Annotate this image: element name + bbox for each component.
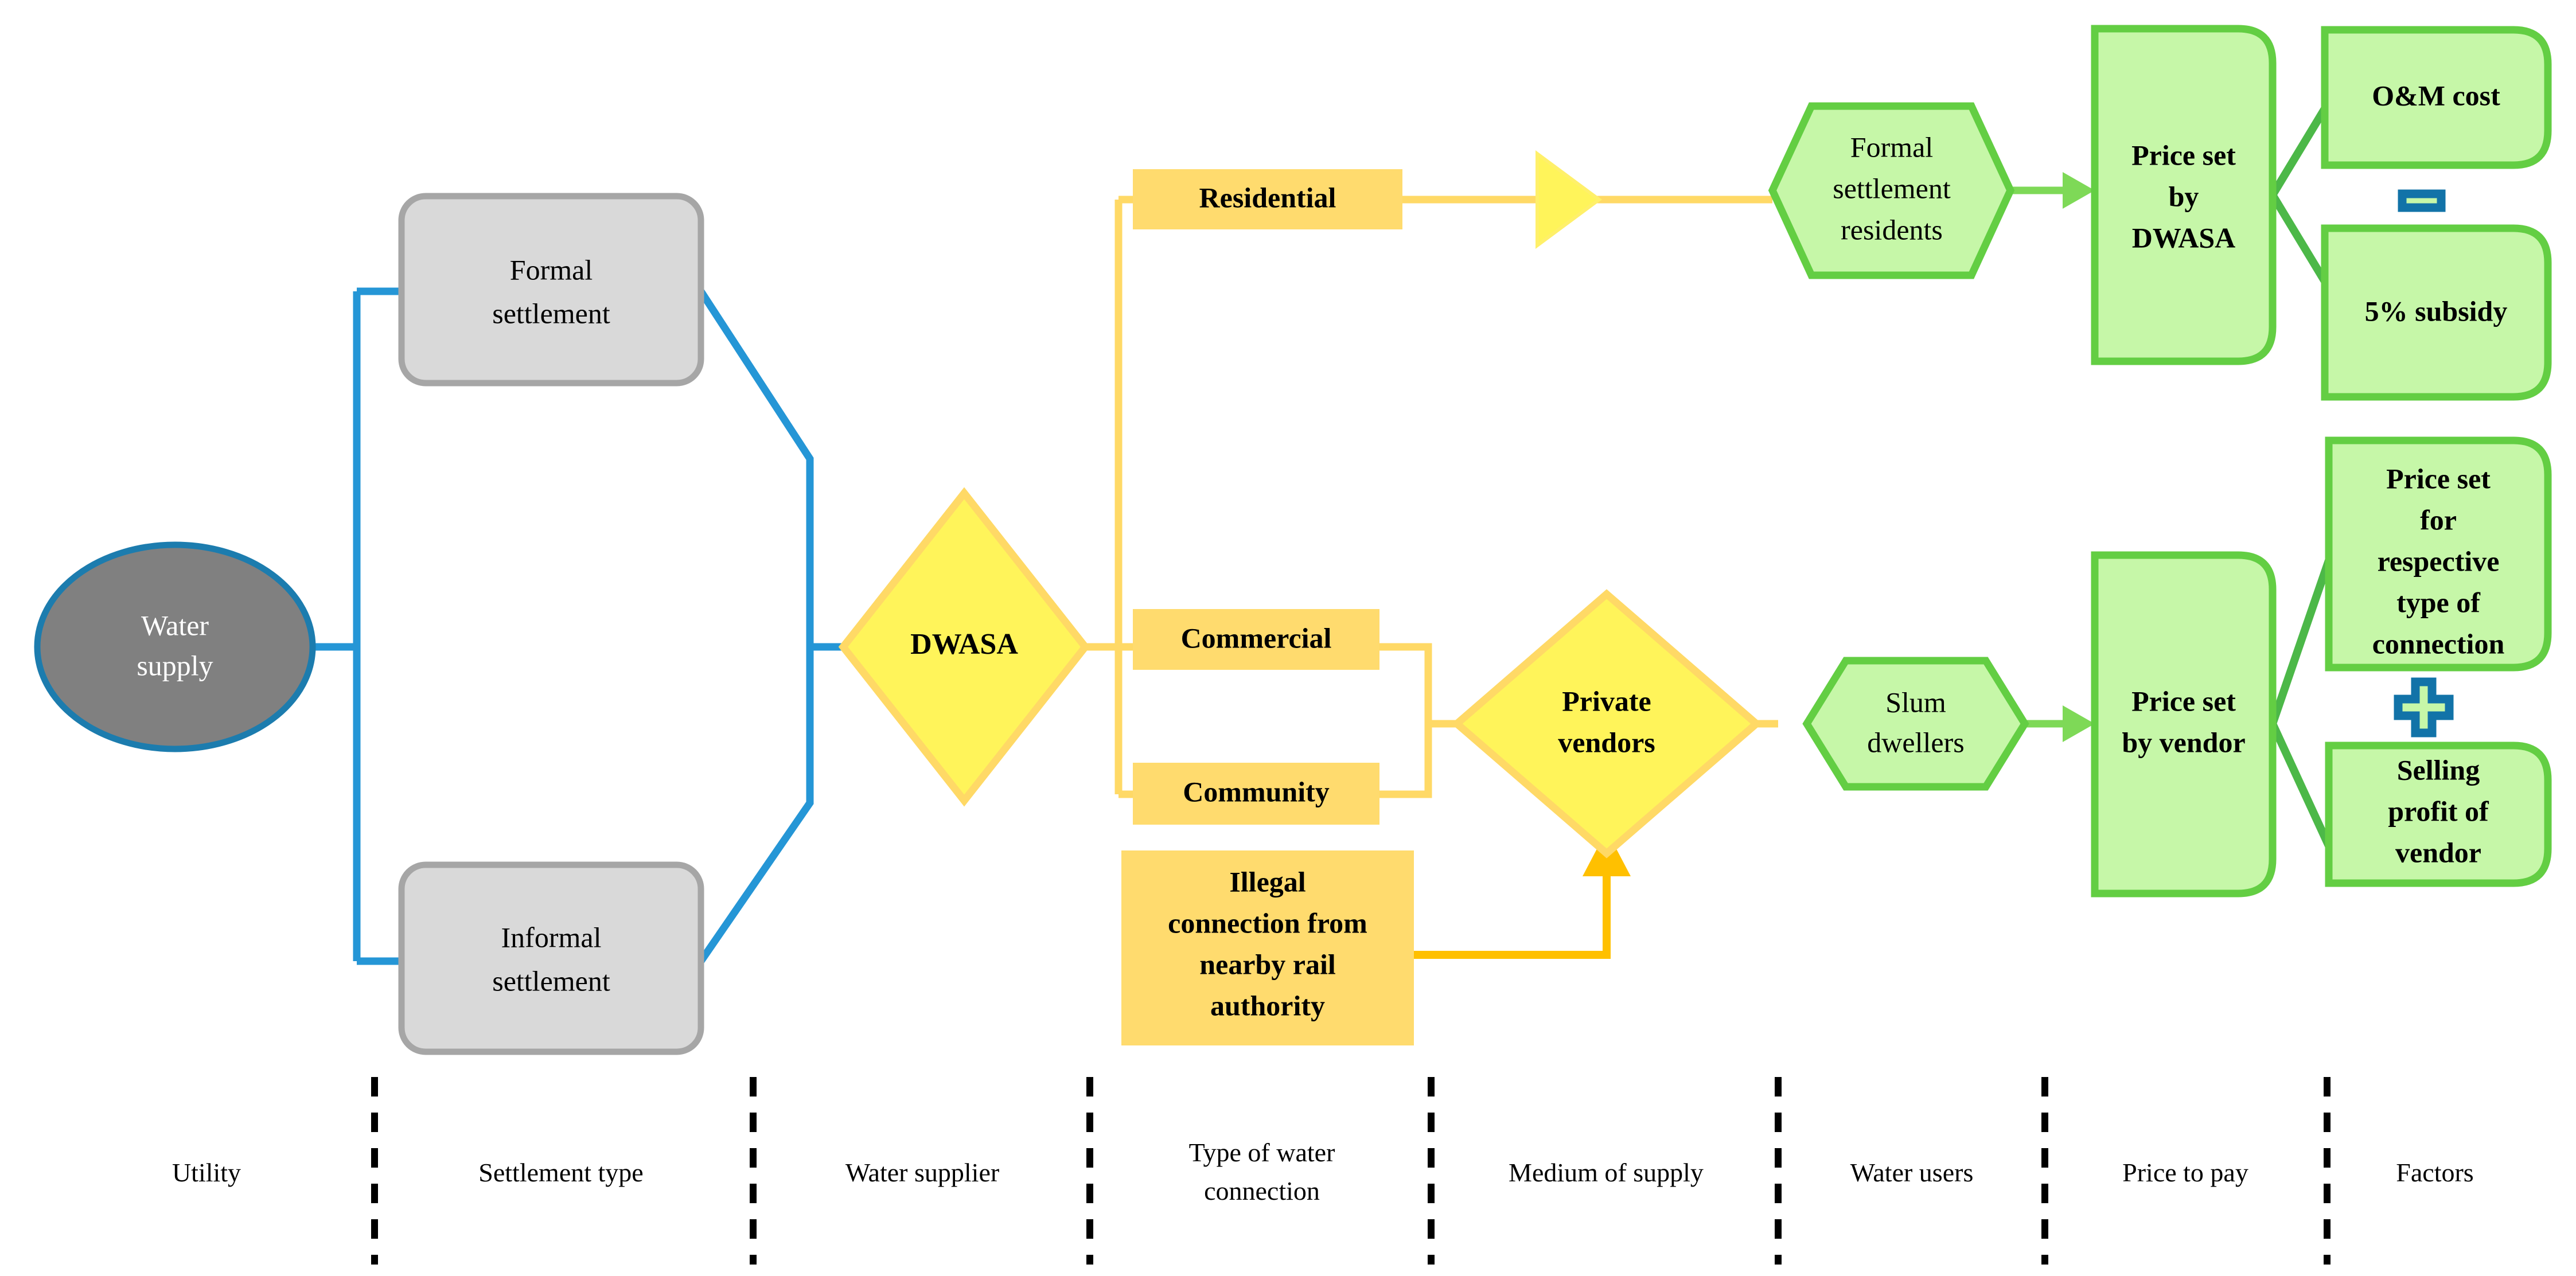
subsidy-label: 5% subsidy	[2365, 295, 2508, 327]
selling-profit-label-line2: profit of	[2388, 795, 2489, 827]
footer-label-water-users: Water users	[1850, 1158, 1974, 1187]
dwasa-label: DWASA	[910, 628, 1018, 661]
connector-water-supply-split	[311, 287, 402, 965]
node-private-vendors[interactable]: Private vendors	[1451, 589, 1762, 859]
price-respective-label-line3: respective	[2378, 545, 2500, 577]
node-slum-dwellers[interactable]: Slum dwellers	[1802, 657, 2029, 791]
node-informal-settlement[interactable]: Informal settlement	[398, 861, 704, 1055]
price-respective-label-line2: for	[2420, 504, 2457, 536]
footer-label-medium-of-supply: Medium of supply	[1509, 1158, 1704, 1187]
connector-connections-to-private-vendors	[1378, 643, 1457, 798]
water-supply-label-line2: supply	[137, 649, 213, 681]
slum-dwellers-label-line1: Slum	[1885, 686, 1946, 718]
formal-residents-label-line2: settlement	[1833, 172, 1951, 204]
node-price-set-by-vendor[interactable]: Price set by vendor	[2091, 551, 2277, 898]
formal-settlement-label-line2: settlement	[492, 297, 610, 329]
node-residential[interactable]: Residential	[1133, 169, 1402, 229]
price-dwasa-label-line1: Price set	[2131, 139, 2236, 171]
price-dwasa-label-line2: by	[2169, 180, 2199, 212]
commercial-label: Commercial	[1181, 622, 1332, 654]
node-community[interactable]: Community	[1133, 763, 1379, 825]
water-supply-label-line1: Water	[141, 609, 209, 641]
connector-residents-to-price-dwasa	[2010, 172, 2095, 209]
plus-sign-icon	[2394, 677, 2454, 737]
connector-price-vendor-to-factors	[2269, 549, 2336, 855]
formal-residents-label-line1: Formal	[1850, 131, 1933, 163]
footer-label-type-of-water-connection-line2: connection	[1204, 1176, 1320, 1205]
node-formal-settlement[interactable]: Formal settlement	[398, 193, 704, 387]
footer-labels: Utility Settlement type Water supplier T…	[172, 1138, 2474, 1205]
node-illegal-connection[interactable]: Illegal connection from nearby rail auth…	[1121, 850, 1414, 1045]
illegal-connection-label-line4: authority	[1210, 989, 1325, 1021]
illegal-connection-label-line1: Illegal	[1229, 865, 1305, 898]
footer-label-settlement-type: Settlement type	[478, 1158, 643, 1187]
selling-profit-label-line3: vendor	[2395, 836, 2481, 868]
node-dwasa[interactable]: DWASA	[838, 487, 1090, 807]
connector-settlement-to-dwasa	[697, 289, 843, 963]
node-price-respective-connection[interactable]: Price set for respective type of connect…	[2325, 436, 2552, 672]
slum-dwellers-label-line2: dwellers	[1867, 726, 1964, 758]
formal-settlement-label-line1: Formal	[510, 253, 593, 286]
price-respective-label-line5: connection	[2372, 627, 2505, 660]
footer-label-price-to-pay: Price to pay	[2122, 1158, 2248, 1187]
price-vendor-label-line1: Price set	[2131, 685, 2236, 717]
price-respective-label-line1: Price set	[2386, 462, 2491, 494]
informal-settlement-label-line2: settlement	[492, 965, 610, 997]
footer-label-water-supplier: Water supplier	[845, 1158, 999, 1187]
footer-label-type-of-water-connection-line1: Type of water	[1189, 1138, 1335, 1167]
minus-sign-icon	[2398, 189, 2446, 212]
om-cost-label: O&M cost	[2372, 79, 2500, 111]
selling-profit-label-line1: Selling	[2397, 754, 2480, 786]
residential-label: Residential	[1199, 181, 1336, 213]
community-label: Community	[1183, 775, 1330, 807]
node-5-percent-subsidy[interactable]: 5% subsidy	[2321, 224, 2552, 401]
node-water-supply[interactable]: Water supply	[34, 541, 316, 752]
node-formal-settlement-residents[interactable]: Formal settlement residents	[1768, 102, 2015, 279]
connector-slum-to-price-vendor	[2025, 705, 2095, 742]
footer-separators	[371, 1077, 2331, 1265]
node-selling-profit[interactable]: Selling profit of vendor	[2325, 742, 2552, 887]
informal-settlement-label-line1: Informal	[501, 921, 602, 953]
footer-label-factors: Factors	[2396, 1158, 2473, 1187]
private-vendors-label-line2: vendors	[1558, 726, 1655, 758]
footer-label-utility: Utility	[172, 1158, 241, 1187]
formal-residents-label-line3: residents	[1841, 213, 1943, 245]
illegal-connection-label-line3: nearby rail	[1199, 948, 1336, 980]
node-price-set-by-dwasa[interactable]: Price set by DWASA	[2091, 25, 2277, 365]
connector-residential-to-formal-residents	[1401, 150, 1772, 249]
price-dwasa-label-line3: DWASA	[2132, 221, 2236, 253]
price-vendor-label-line2: by vendor	[2122, 726, 2245, 758]
illegal-connection-label-line2: connection from	[1168, 907, 1367, 939]
node-om-cost[interactable]: O&M cost	[2321, 26, 2552, 169]
price-respective-label-line4: type of	[2396, 586, 2481, 618]
connector-dwasa-to-connections	[1085, 196, 1147, 798]
node-commercial[interactable]: Commercial	[1133, 609, 1379, 670]
private-vendors-label-line1: Private	[1562, 685, 1651, 717]
